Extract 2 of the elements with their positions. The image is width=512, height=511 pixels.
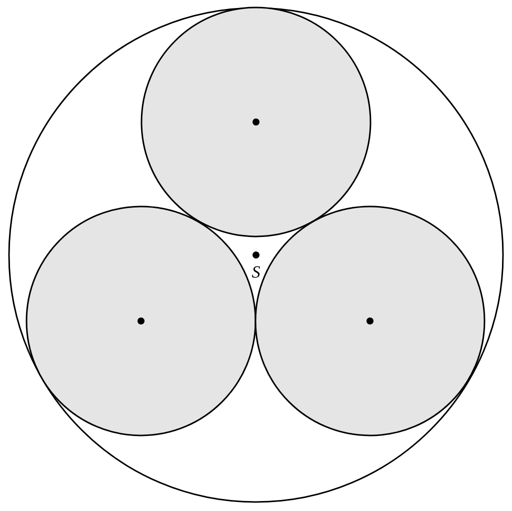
point-label: S	[252, 266, 260, 278]
inner-circle	[140, 6, 372, 238]
